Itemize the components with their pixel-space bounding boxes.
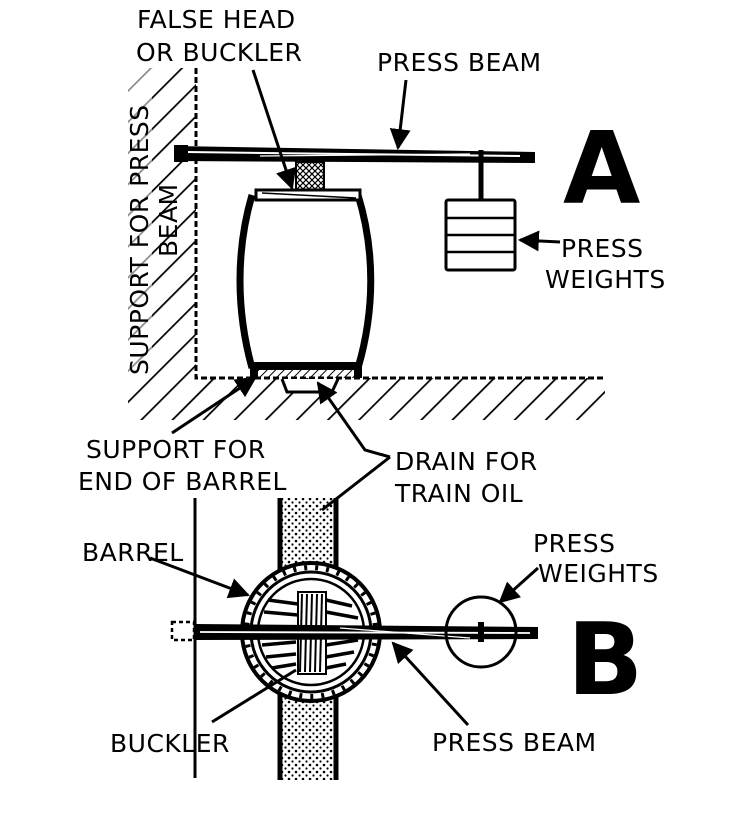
drain-label-line2: TRAIN OIL <box>394 479 523 508</box>
drain-channel <box>280 378 340 394</box>
press-beam-arrow-a <box>389 79 411 151</box>
press-weights-label-a-line2: WEIGHTS <box>545 265 666 294</box>
support-end-arrow <box>171 376 257 435</box>
support-label-line2: BEAM <box>154 183 183 257</box>
figure-a: SUPPORT FOR PRESS BEAM <box>78 5 666 512</box>
press-weights-arrow-a <box>517 230 561 252</box>
press-beam-label-a: PRESS BEAM <box>377 48 542 77</box>
drain-arrow <box>316 381 391 459</box>
barrel-arrow-b <box>149 556 250 599</box>
buckler-block <box>295 161 325 191</box>
false-head-arrow <box>251 69 297 190</box>
figure-letter-a: A <box>563 110 640 227</box>
support-label: SUPPORT FOR PRESS BEAM <box>125 55 183 375</box>
support-end-label-line2: END OF BARREL <box>78 467 287 496</box>
press-weights-label-a-line1: PRESS <box>561 234 643 263</box>
false-head-label-line2: OR BUCKLER <box>136 38 302 67</box>
press-weights-a <box>444 150 517 272</box>
press-beam-arrow-b <box>391 641 470 727</box>
press-weights-b <box>444 595 518 669</box>
figure-letter-b: B <box>567 601 643 718</box>
wall-support <box>128 68 605 420</box>
buckler-arrow-b <box>211 668 297 724</box>
press-beam-label-b: PRESS BEAM <box>432 728 597 757</box>
barrel-a <box>236 188 375 378</box>
press-beam-b <box>170 620 538 642</box>
figure-b: B BARREL PRESS WEIGHTS BUCKLER PRESS BEA… <box>82 498 659 780</box>
press-weights-arrow-b <box>498 566 540 604</box>
false-head-label-line1: FALSE HEAD <box>137 5 296 34</box>
barrel-label-b: BARREL <box>82 538 184 567</box>
press-weights-label-b-line1: PRESS <box>533 529 615 558</box>
buckler-label-b: BUCKLER <box>110 729 230 758</box>
drain-label-line1: DRAIN FOR <box>395 447 538 476</box>
press-weights-label-b-line2: WEIGHTS <box>538 559 659 588</box>
press-beam-a <box>174 145 535 163</box>
support-end-label-line1: SUPPORT FOR <box>86 435 266 464</box>
support-label-line1: SUPPORT FOR PRESS <box>125 104 154 375</box>
